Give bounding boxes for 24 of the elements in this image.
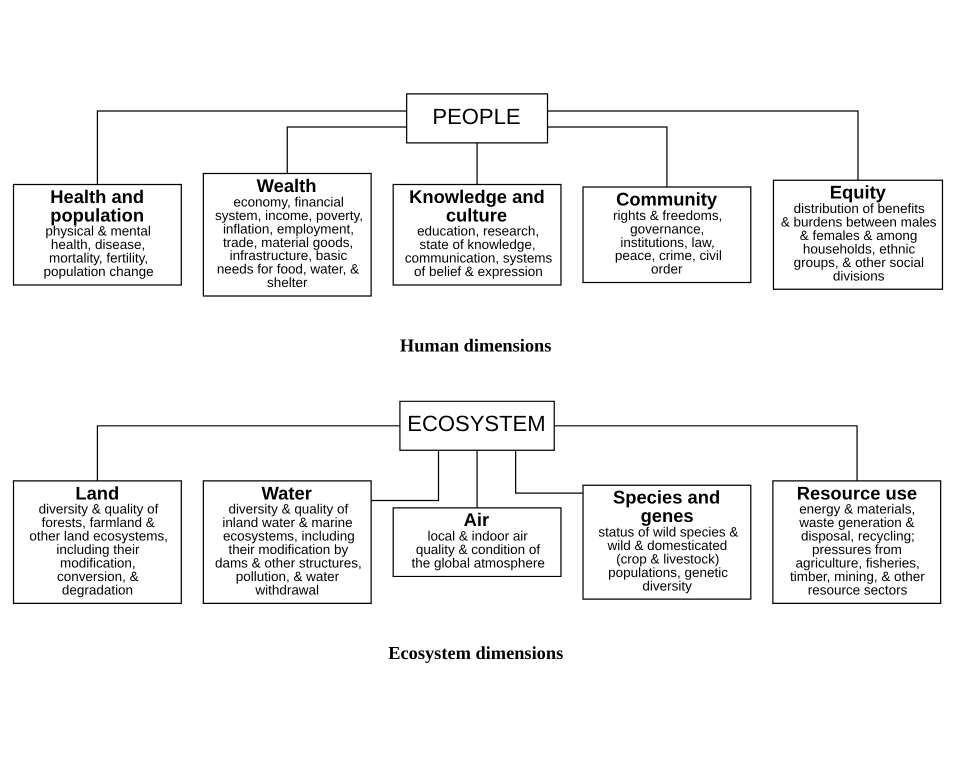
node-box: Wealth economy, financial system, income, poverty, inflation, employment, trade, material goods, infrastructure, basic needs for food, water, & shelter [202, 172, 372, 297]
node-box: Species and genes status of wild species & wild & domesticated (crop & livestock) populations, genetic diversity [582, 484, 752, 600]
connector [554, 425, 858, 481]
label: Ecosystem dimensions [388, 643, 564, 664]
connector [371, 450, 440, 502]
node-box: Resource use energy & materials, waste generation & disposal, recycling; pressures from agriculture, fisheries, timber, mining, & other resource sectors [772, 480, 942, 604]
connector [96, 425, 400, 481]
node-box: Knowledge and culture education, research, state of knowledge, communication, systems of belief & expression [392, 184, 562, 286]
connector [476, 450, 478, 508]
node-box: Equity distribution of benefits & burdens between males & females & among households, ethnic groups, & other social divisions [772, 180, 944, 290]
node-box: Air local & indoor air quality & condition of the global atmosphere [392, 507, 562, 578]
connector [548, 110, 859, 180]
connector [286, 126, 406, 174]
node-box: Community rights & freedoms, governance, institutions, law, peace, crime, civil order [582, 186, 752, 284]
label: Human dimensions [400, 336, 552, 356]
node-box: ECOSYSTEM [399, 400, 555, 451]
node-box: Land diversity & quality of forests, farmland & other land ecosystems, including their modification, conversion, & degradation [12, 480, 182, 604]
node-box: Health and population physical & mental health, disease, mortality, fertility, population change [12, 184, 182, 286]
node-box: Water diversity & quality of inland water & marine ecosystems, including their modification by dams & other structures, pollution, & water withdrawal [202, 480, 372, 604]
connector [548, 126, 668, 187]
connector [96, 110, 407, 184]
connector [476, 143, 478, 184]
node-box: PEOPLE [406, 93, 548, 144]
connector [515, 450, 583, 494]
